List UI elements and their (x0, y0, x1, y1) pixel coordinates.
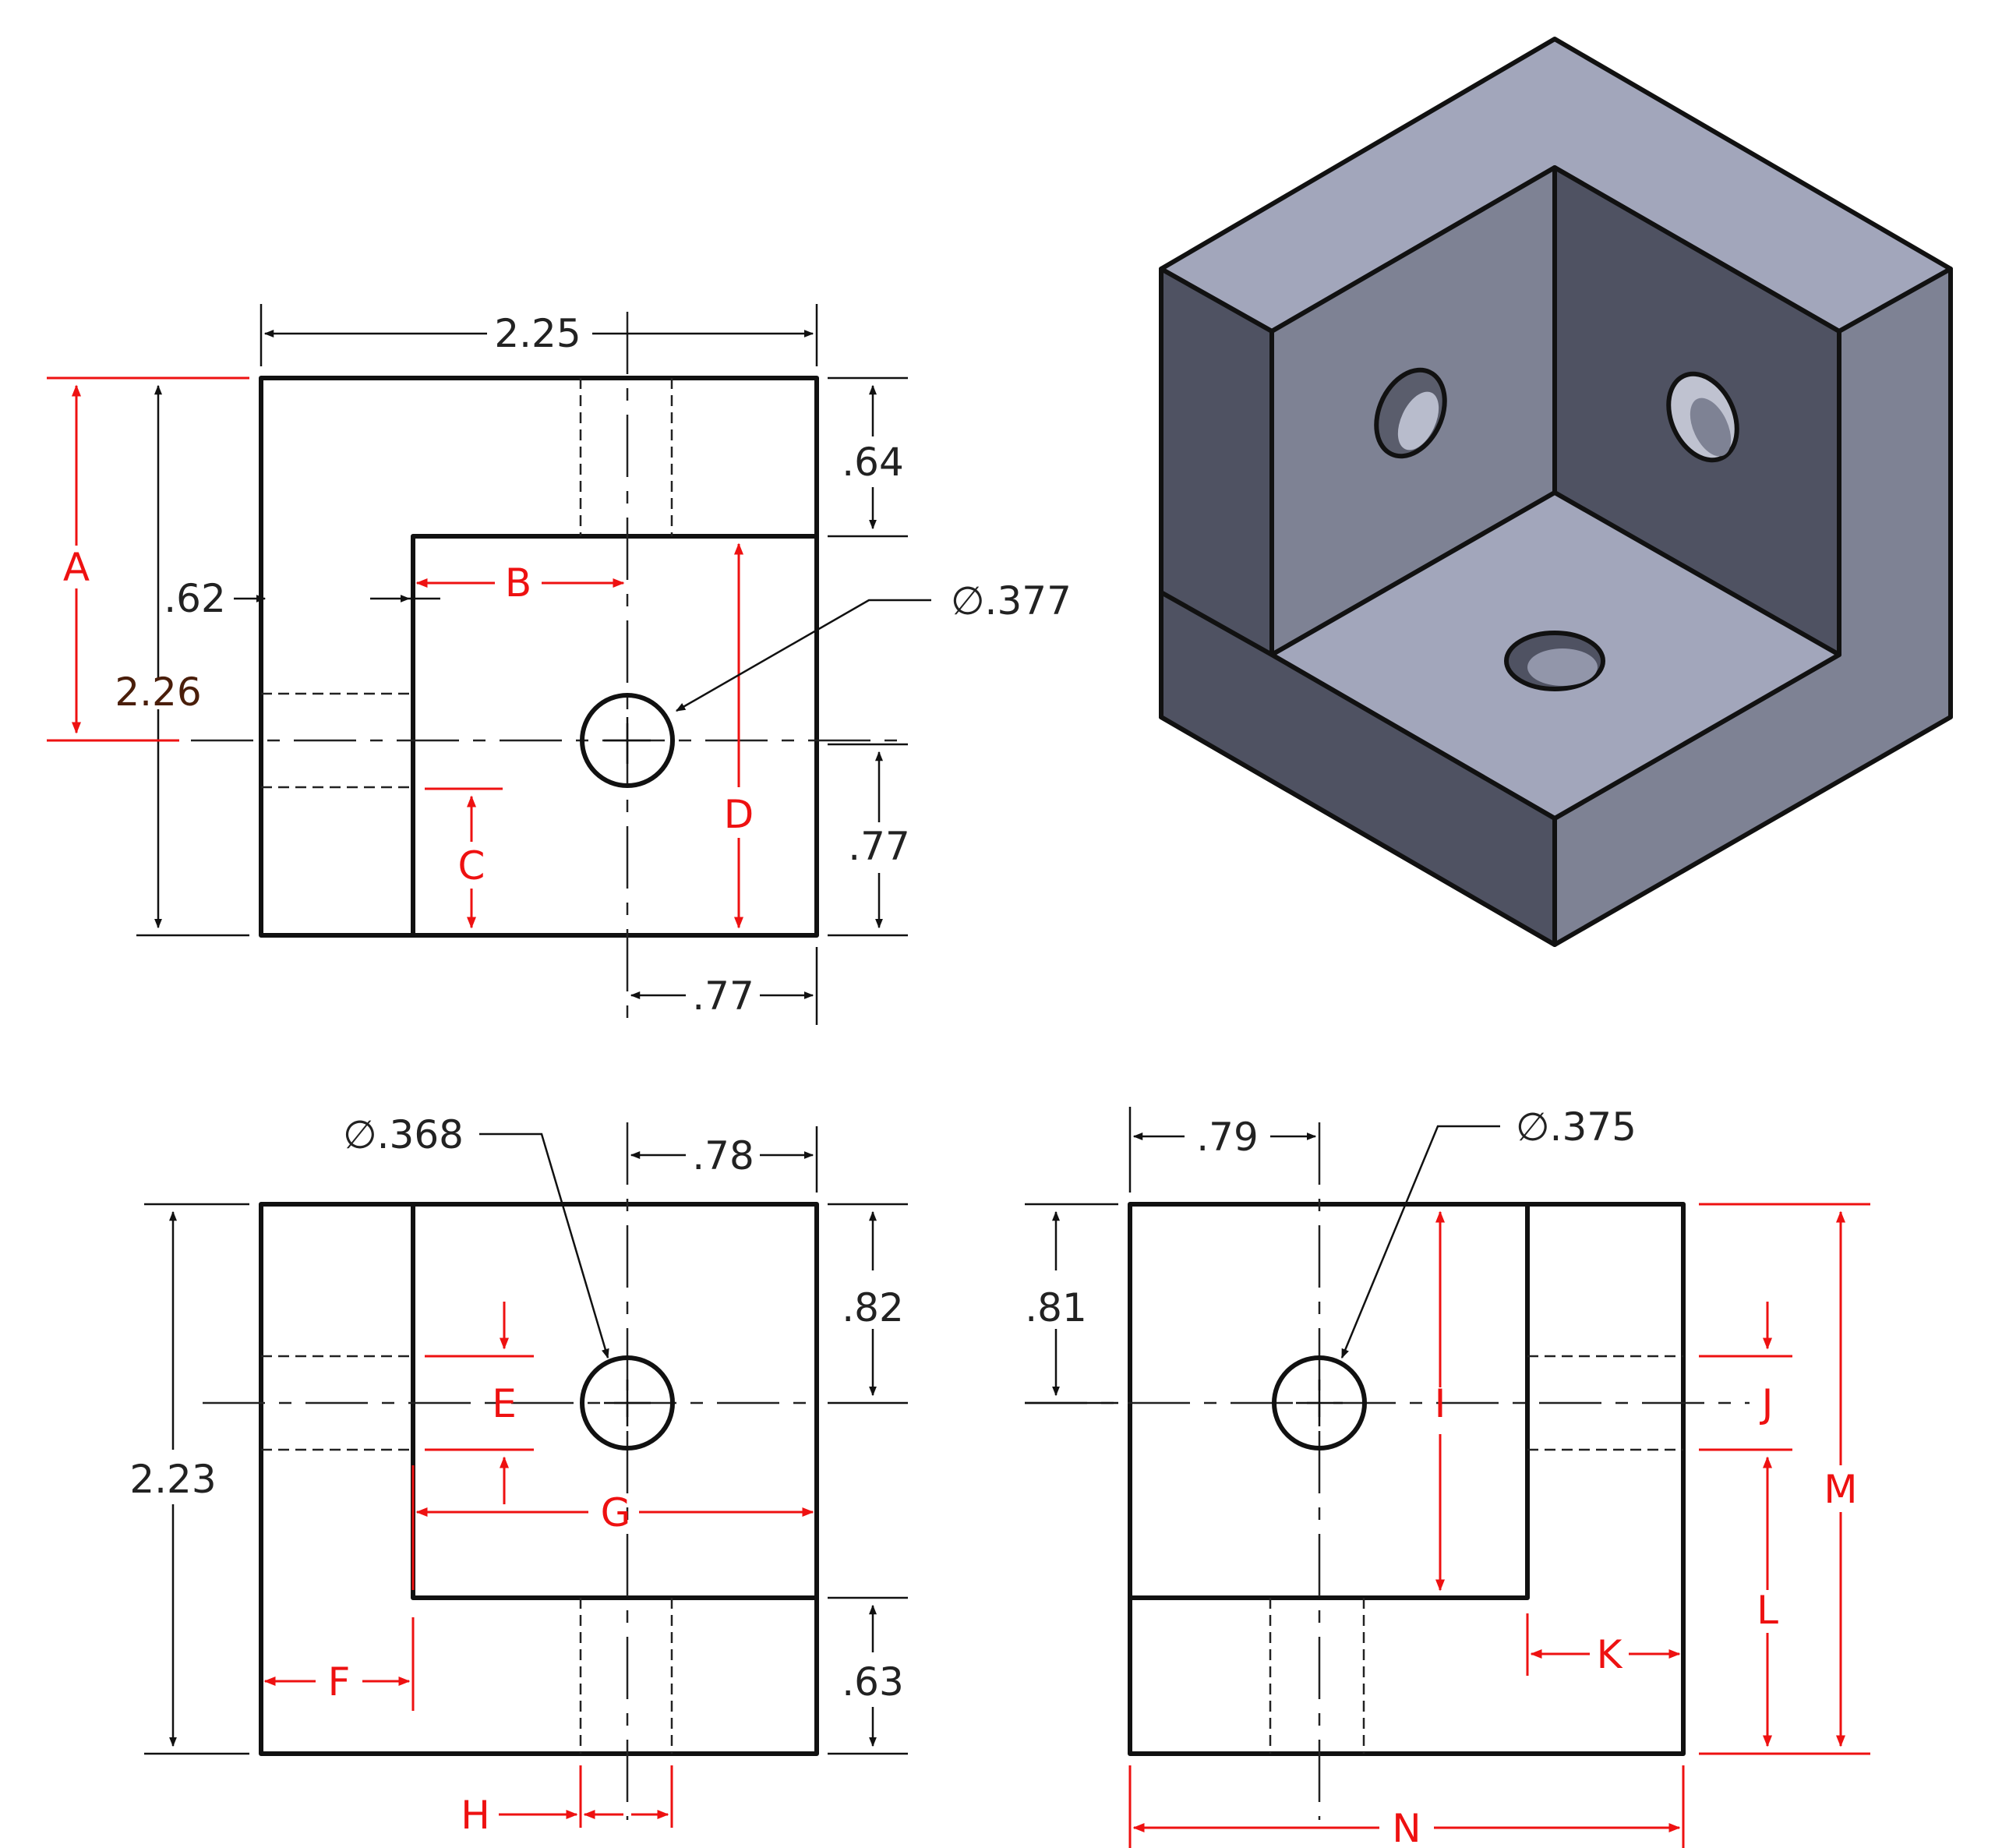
front-step-line (411, 534, 817, 935)
front-view: 2.25 2.26 A .62 B .64 D C .77 .77 ∅.377 (47, 304, 1072, 1025)
label-g: G (601, 1490, 631, 1535)
dim-side-hole-top: .81 (1025, 1285, 1087, 1330)
label-e: E (492, 1381, 517, 1426)
top-view: ∅.368 .78 2.23 .82 .63 E G F H (129, 1112, 908, 1838)
dim-top-hole-top: .82 (842, 1285, 904, 1330)
label-j: J (1760, 1381, 1774, 1426)
dim-front-hole-bottom: .77 (848, 824, 910, 869)
top-hole (580, 1355, 675, 1450)
label-b: B (505, 560, 531, 606)
dim-top-hole-right: .78 (692, 1133, 754, 1178)
side-view: .79 ∅.375 .81 I J L M K N (1025, 1104, 1870, 1848)
isometric-view (1159, 37, 1953, 947)
label-f: F (328, 1659, 351, 1705)
label-m: M (1824, 1467, 1857, 1512)
dim-side-hole-diameter: ∅.375 (1516, 1104, 1637, 1150)
dim-top-hole-diameter: ∅.368 (343, 1112, 464, 1157)
dim-side-hole-left: .79 (1196, 1115, 1259, 1160)
dim-front-left-offset: .62 (164, 576, 226, 621)
dim-front-width: 2.25 (494, 311, 581, 356)
front-outline (259, 376, 819, 938)
label-n: N (1392, 1806, 1421, 1848)
label-k: K (1597, 1632, 1623, 1677)
label-d: D (724, 792, 754, 837)
label-c: C (458, 843, 486, 889)
label-l: L (1757, 1588, 1778, 1633)
dim-top-height: 2.23 (129, 1457, 216, 1502)
dim-front-hole-diameter: ∅.377 (951, 578, 1072, 624)
side-outline (1128, 1202, 1686, 1756)
label-a: A (63, 545, 90, 590)
dim-front-top-offset: .64 (842, 440, 904, 485)
top-outline (259, 1202, 819, 1756)
label-i: I (1435, 1381, 1446, 1426)
dim-front-hole-right: .77 (692, 973, 754, 1019)
dim-front-height: 2.26 (115, 670, 201, 715)
front-hole (580, 693, 675, 788)
label-h: H (461, 1793, 490, 1838)
dim-top-bottom-offset: .63 (842, 1659, 904, 1705)
side-hole (1272, 1355, 1367, 1450)
